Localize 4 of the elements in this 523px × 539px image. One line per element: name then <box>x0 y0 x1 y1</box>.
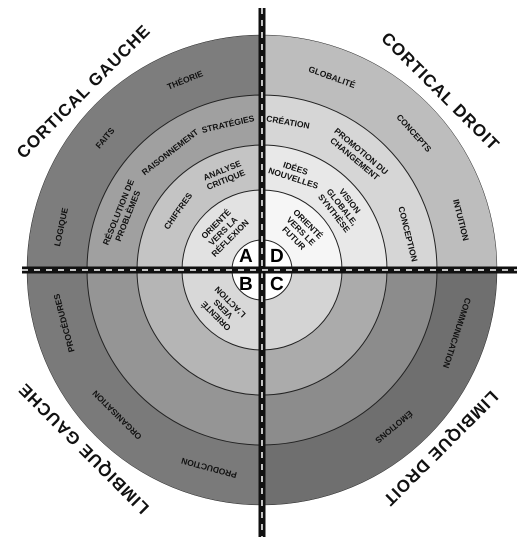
ring-label: LOGIQUE <box>52 207 70 248</box>
quadrant-letter: C <box>270 275 284 295</box>
ring-label: CRÉATION <box>266 114 310 131</box>
quadrant-letter: D <box>270 247 284 267</box>
